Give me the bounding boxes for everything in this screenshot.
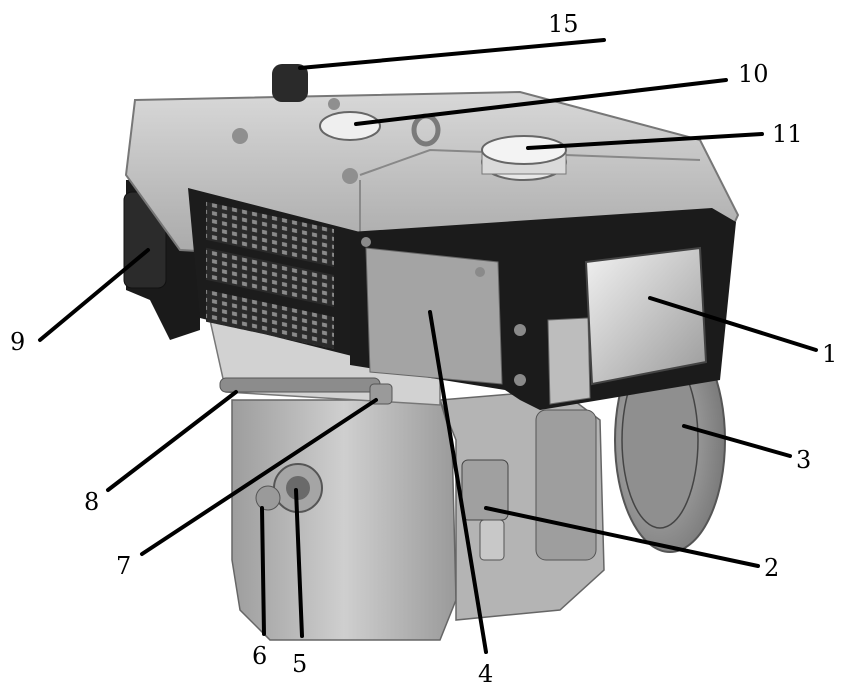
leader-3 (682, 424, 792, 458)
leader-15 (298, 38, 606, 70)
callout-4: 4 (478, 660, 493, 684)
hood-seam (359, 148, 701, 176)
callout-2: 2 (764, 554, 779, 582)
hood-bolt-3 (328, 98, 340, 110)
start-port-inner (286, 476, 310, 500)
frame-bolt-2 (514, 374, 526, 386)
callout-10: 10 (738, 60, 769, 88)
filler-cap-10 (319, 111, 381, 141)
leader-6 (260, 506, 266, 636)
callout-8: 8 (84, 488, 99, 516)
headlamp-bracket (547, 317, 591, 405)
radiator-grille-2 (206, 247, 334, 307)
hood-bolt-2 (342, 168, 358, 184)
leader-5 (294, 488, 304, 638)
callout-7: 7 (116, 552, 131, 580)
crankcase (231, 399, 457, 641)
callout-11: 11 (772, 120, 803, 148)
water-tank-panel (365, 247, 503, 385)
radiator-grille-3 (206, 289, 334, 349)
frame-bolt-3 (475, 267, 485, 277)
leader-10 (354, 78, 728, 126)
gear-cover (535, 409, 597, 561)
callout-15: 15 (548, 10, 579, 38)
radiator-grille-1 (206, 201, 334, 267)
callout-1: 1 (822, 340, 837, 368)
engine-illustration (123, 64, 740, 641)
leader-9 (38, 248, 150, 342)
callout-3: 3 (796, 446, 811, 474)
callout-5: 5 (292, 650, 307, 678)
leader-2 (484, 506, 760, 568)
leader-11 (526, 132, 764, 150)
speed-lever (219, 377, 381, 393)
leader-8 (106, 390, 238, 492)
callout-6: 6 (252, 642, 267, 670)
leader-4 (428, 310, 488, 654)
leader-7 (140, 398, 378, 556)
decompression-knob (272, 64, 308, 102)
hood-bolt (232, 128, 248, 144)
fuel-filter (479, 519, 505, 561)
leader-1 (648, 296, 818, 352)
callout-9: 9 (10, 328, 25, 356)
leader-lines (38, 38, 818, 654)
headlamp (584, 246, 708, 386)
fuel-cap-11-top (481, 135, 567, 165)
frame-bolt-4 (361, 237, 371, 247)
frame-bolt (514, 324, 526, 336)
callout-labels: 15 10 11 9 1 3 8 7 2 6 5 4 (10, 10, 837, 684)
drain-plug (255, 485, 281, 511)
